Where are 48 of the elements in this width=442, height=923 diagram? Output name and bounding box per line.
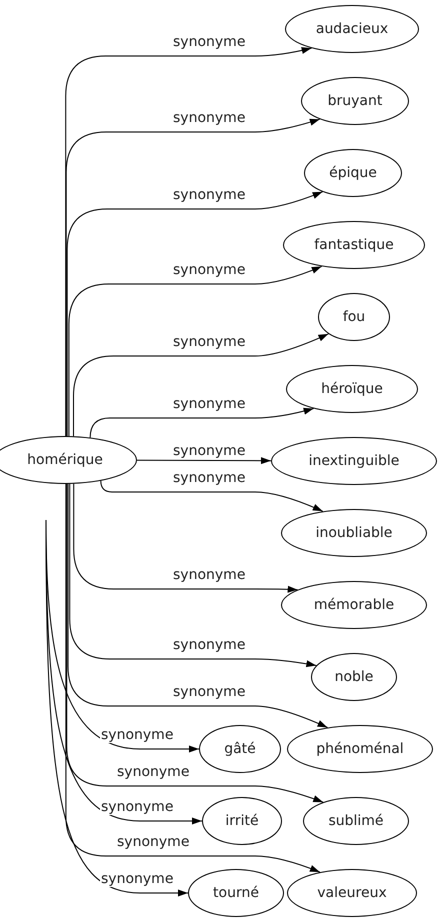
word-ellipse [0, 436, 137, 484]
arrow [136, 457, 272, 464]
arrow [65, 47, 312, 436]
word-label: gâté [224, 741, 256, 757]
arrow [73, 483, 298, 593]
word-label: fantastique [314, 237, 394, 253]
arrow [66, 191, 324, 436]
word-label: phénoménal [316, 741, 404, 757]
word-label: héroïque [321, 381, 383, 397]
word-ellipse [287, 869, 417, 917]
word-label: inoubliable [316, 525, 392, 541]
word-label: audacieux [316, 21, 388, 37]
word-ellipse [202, 797, 282, 845]
word-label: tourné [213, 885, 259, 901]
arrow [90, 408, 314, 438]
word-ellipse [301, 77, 409, 125]
arrow [69, 483, 317, 668]
word-label: irrité [225, 813, 259, 829]
word-ellipse [281, 509, 427, 557]
arrow [68, 484, 328, 728]
word-label: bruyant [328, 93, 382, 109]
word-label: noble [334, 669, 374, 685]
arrow [100, 480, 324, 512]
word-ellipse [271, 437, 437, 485]
arrow [65, 484, 320, 873]
word-ellipse [311, 653, 397, 701]
word-label: homérique [27, 452, 103, 468]
word-label: valeureux [317, 885, 387, 901]
word-ellipse [199, 725, 281, 773]
word-label: fou [342, 309, 366, 325]
word-label: sublimé [328, 813, 384, 829]
word-label: mémorable [314, 597, 394, 613]
word-label: épique [329, 165, 377, 181]
word-ellipse [303, 797, 409, 845]
arrow [66, 484, 324, 803]
word-ellipse [318, 293, 390, 341]
word-ellipse [304, 149, 402, 197]
arrow [46, 520, 188, 896]
word-ellipse [188, 869, 284, 917]
word-label: inextinguible [308, 453, 400, 469]
word-ellipse [283, 221, 425, 269]
word-ellipse [281, 581, 427, 629]
word-ellipse [287, 725, 433, 773]
arrow [73, 333, 329, 437]
word-ellipse [286, 365, 418, 413]
arrow [68, 266, 322, 436]
word-ellipse [285, 5, 419, 53]
arrow [66, 118, 320, 436]
